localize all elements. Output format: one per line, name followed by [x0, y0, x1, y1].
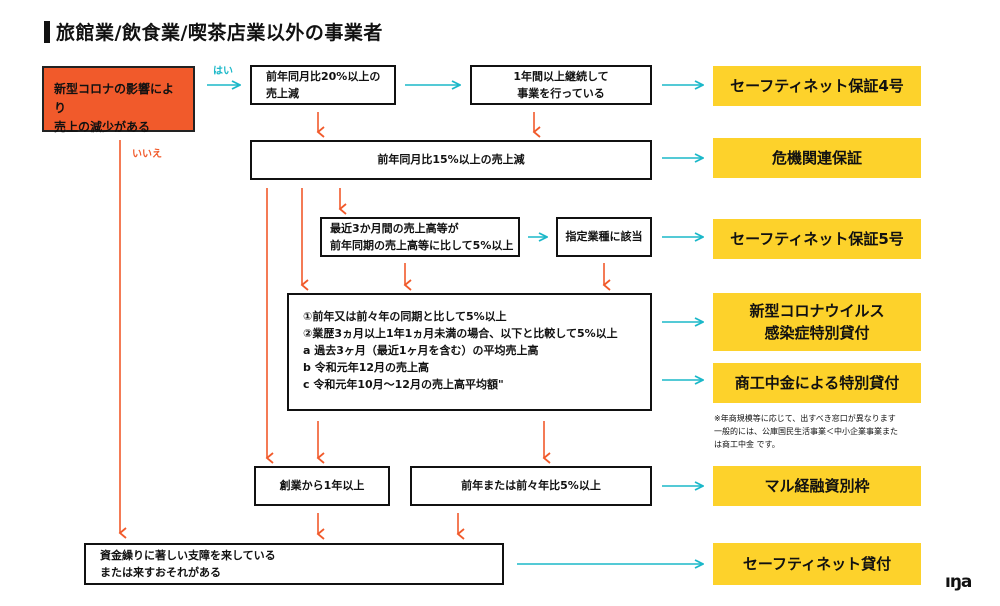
result-safety-net-5: セーフティネット保証5号: [713, 219, 921, 259]
step-founded: 創業から1年以上: [254, 466, 390, 506]
title-marker: [44, 21, 50, 43]
result-corona-loan: 新型コロナウイルス 感染症特別貸付: [713, 293, 921, 351]
step-funding: 資金繰りに著しい支障を来している または来すおそれがある: [84, 543, 504, 585]
brand-logo: ıŋa: [945, 572, 972, 592]
page-title: 旅館業/飲食業/喫茶店業以外の事業者: [56, 22, 383, 44]
step-three-month: 最近3か月間の売上高等が 前年同期の売上高等に比して5%以上: [320, 217, 520, 257]
result-safety-net-4: セーフティネット保証4号: [713, 66, 921, 106]
result-shoko: 商工中金による特別貸付: [713, 363, 921, 403]
result-maru: マル経融資別枠: [713, 466, 921, 506]
step-sales-20: 前年同月比20%以上の 売上減: [250, 65, 396, 105]
note-text: ※年商規模等に応じて、出すべき窓口が異なります 一般的には、公庫国民生活事業＜中…: [714, 414, 898, 449]
step-sales-15: 前年同月比15%以上の売上減: [250, 140, 652, 180]
step-conditions: ①前年又は前々年の同期と比して5%以上 ②業歴3ヵ月以上1年1ヵ月未満の場合、以…: [287, 293, 652, 411]
step-continued: 1年間以上継続して 事業を行っている: [470, 65, 652, 105]
step-designated: 指定業種に該当: [556, 217, 652, 257]
step-prev-year-5: 前年または前々年比5%以上: [410, 466, 652, 506]
label-no: いいえ: [132, 149, 162, 160]
result-safety-net-loan: セーフティネット貸付: [713, 543, 921, 585]
label-yes: はい: [213, 66, 233, 77]
result-crisis: 危機関連保証: [713, 138, 921, 178]
start-box: 新型コロナの影響により 売上の減少がある: [42, 66, 195, 134]
